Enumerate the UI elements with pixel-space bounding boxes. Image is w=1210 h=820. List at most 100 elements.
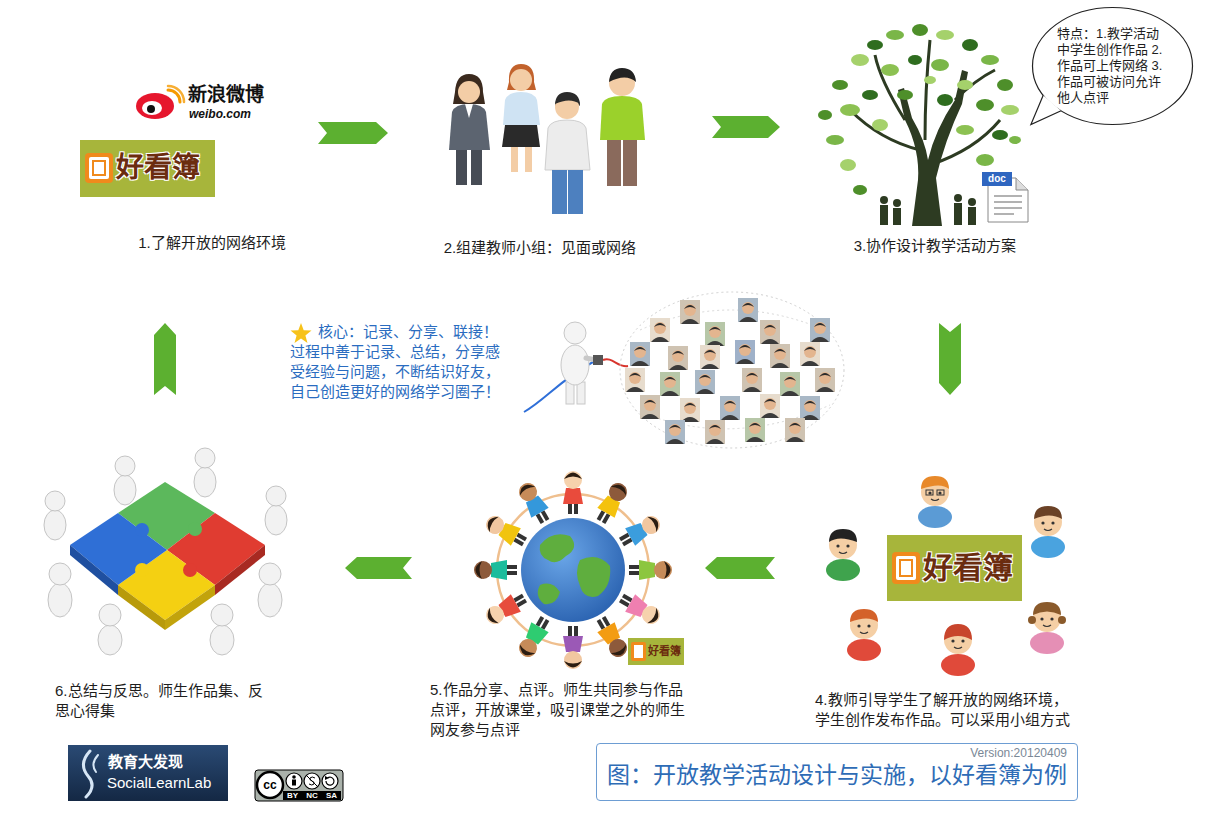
brand-logo [93, 755, 98, 772]
license-mark: cc [261, 777, 279, 793]
friend-cloud [785, 418, 805, 442]
people-tree [937, 94, 953, 106]
people-tree [880, 205, 888, 225]
logo-text: 好看簿 [923, 551, 1013, 585]
people-tree [908, 55, 922, 65]
student-faces [1028, 616, 1036, 624]
friend-cloud [735, 340, 755, 364]
bubble-tail [1030, 95, 1060, 124]
teacher-group [623, 140, 637, 186]
kids-globe [521, 518, 625, 622]
friend-cloud [705, 322, 725, 346]
flow-arrow [712, 116, 780, 138]
friend-cloud [680, 398, 700, 422]
puzzle-team [118, 585, 165, 630]
haokanbu-logo [887, 535, 1022, 601]
friend-cloud [660, 372, 680, 396]
weibo-logo [142, 101, 162, 115]
logo-text: 好看簿 [648, 643, 681, 659]
friend-cloud [760, 394, 780, 418]
puzzle-team [211, 604, 233, 626]
people-tree [880, 196, 888, 204]
plug-figure [603, 359, 628, 366]
puzzle-team [215, 545, 265, 595]
people-tree [954, 194, 962, 202]
student-faces [926, 490, 933, 495]
puzzle-team [135, 523, 149, 537]
friend-cloud [742, 368, 762, 392]
plug-figure [593, 355, 603, 365]
kids-globe [563, 626, 583, 669]
people-tree [956, 125, 974, 135]
figure-caption: 图：开放教学活动设计与实施，以好看簿为例 [607, 760, 1067, 790]
kids-globe [515, 479, 554, 526]
people-tree [898, 70, 968, 226]
license-badge [286, 773, 302, 789]
teacher-group [507, 64, 536, 90]
kids-globe [577, 557, 610, 597]
friend-cloud [700, 345, 720, 369]
people-tree [957, 80, 973, 90]
teacher-group [545, 120, 590, 170]
puzzle-team [265, 505, 287, 535]
haokanbu-logo [85, 153, 113, 183]
plug-figure [564, 322, 586, 344]
people-tree [832, 80, 848, 90]
student-faces [826, 476, 1066, 676]
license-badge [292, 775, 296, 779]
people-tree [826, 135, 844, 145]
teacher-group [453, 74, 485, 104]
people-tree [976, 99, 994, 111]
license-badge [292, 780, 296, 786]
flow-arrow [705, 557, 775, 579]
kids-globe [497, 494, 649, 646]
teacher-group [552, 170, 567, 214]
speech-bubble: 特点：1.教学活动 中学生创作作品 2. 作品可上传网络 3. 作品可被访问允许… [1031, 6, 1194, 126]
step-node: 5.作品分享、点评。师生共同参与作品 点评，开放课堂，吸引课堂之外的师生 网友参… [417, 440, 700, 745]
people-tree [924, 76, 936, 84]
friend-cloud [680, 300, 700, 324]
logo-text: 好看簿 [116, 152, 200, 184]
friend-cloud [770, 344, 790, 368]
teacher-group [458, 81, 480, 103]
puzzle-team [194, 467, 216, 497]
friend-cloud [635, 310, 830, 429]
teacher-group [471, 150, 482, 185]
haokanbu-logo [634, 645, 643, 658]
teacher-group [609, 68, 636, 82]
doc-icon [982, 172, 1012, 186]
step-caption: 1.了解开放的网络环境 [112, 233, 312, 253]
friend-cloud [640, 395, 660, 419]
license-badge [283, 791, 341, 800]
license-badge [304, 773, 320, 789]
friend-cloud [705, 420, 725, 444]
people-tree [981, 55, 999, 65]
puzzle-team [98, 625, 122, 655]
people-tree [853, 185, 867, 195]
puzzle-team [210, 625, 234, 655]
people-tree [872, 119, 888, 131]
puzzle-team [266, 486, 286, 506]
student-faces [847, 609, 881, 661]
kids-globe [616, 589, 663, 628]
friend-cloud [668, 346, 688, 370]
puzzle-team [259, 563, 281, 585]
student-faces [826, 529, 860, 581]
kids-globe [540, 534, 575, 562]
haokanbu-logo [628, 638, 684, 665]
plug-figure [561, 345, 589, 385]
haokanbu-logo [93, 161, 105, 175]
people-tree [851, 54, 869, 66]
step-node: 3.协作设计教学活动方案 [785, 22, 1030, 318]
haokanbu-logo [80, 140, 215, 197]
teacher-group [555, 93, 580, 104]
student-faces [941, 624, 975, 676]
teacher-group [511, 147, 518, 172]
people-tree [1009, 136, 1021, 144]
flow-arrow [318, 122, 388, 144]
friend-cloud [625, 368, 645, 392]
friend-cloud [665, 420, 685, 444]
friend-cloud [620, 292, 844, 448]
weibo-logo [136, 93, 174, 119]
people-tree [912, 24, 928, 36]
